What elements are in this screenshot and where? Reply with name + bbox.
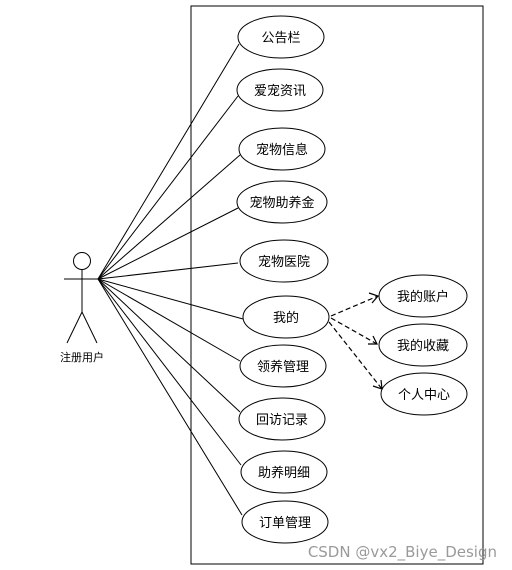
association-line — [97, 262, 239, 280]
association-line — [97, 207, 239, 280]
association-line — [97, 43, 240, 280]
actor-right-leg — [81, 311, 98, 344]
use-case-label: 宠物信息 — [256, 142, 308, 158]
dashed-relation — [330, 295, 379, 317]
actor-registered-user: 注册用户 — [60, 252, 104, 364]
use-case-label: 宠物医院 — [258, 254, 310, 270]
use-case-ellipse — [242, 295, 330, 339]
association-line — [97, 278, 242, 466]
use-case-label: 我的 — [273, 310, 299, 326]
use-case-label: 领养管理 — [257, 359, 309, 375]
use-case-pet-info: 宠物信息 — [238, 127, 326, 171]
dashed-relation — [328, 321, 383, 390]
use-case-ellipse — [378, 274, 468, 318]
use-case-ellipse — [238, 127, 326, 171]
system-boundary — [190, 5, 484, 565]
arrowhead — [368, 335, 378, 345]
use-case-pet-news: 爱宠资讯 — [236, 68, 324, 112]
use-case-sponsorship-details: 助养明细 — [240, 450, 328, 494]
use-case-ellipse — [378, 323, 468, 367]
use-case-ellipse — [236, 180, 328, 224]
association-line — [97, 278, 244, 320]
use-case-label: 我的账户 — [397, 289, 449, 305]
use-case-label: 回访记录 — [256, 413, 308, 428]
use-case-ellipse — [236, 68, 324, 112]
use-case-label: 公告栏 — [261, 31, 300, 46]
use-case-label: 订单管理 — [259, 516, 311, 531]
mine-relations — [328, 292, 383, 390]
watermark: CSDN @vx2_Biye_Design — [308, 543, 497, 562]
actor-label: 注册用户 — [60, 350, 104, 364]
use-case-ellipse — [239, 344, 327, 388]
use-case-adoption-management: 领养管理 — [239, 344, 327, 388]
association-line — [97, 278, 241, 362]
association-line — [97, 154, 241, 280]
use-case-ellipse — [240, 450, 328, 494]
use-case-ellipse — [238, 397, 326, 441]
associations — [97, 43, 244, 516]
use-case-label: 爱宠资讯 — [254, 83, 306, 99]
actor-left-leg — [66, 311, 83, 344]
use-case-ellipse — [237, 15, 325, 59]
use-case-order-management: 订单管理 — [241, 500, 329, 544]
use-case-label: 助养明细 — [258, 465, 310, 481]
use-case-ellipse — [239, 239, 329, 283]
use-case-bulletin: 公告栏 — [237, 15, 325, 59]
use-case-label: 宠物助养金 — [249, 195, 314, 211]
use-case-ellipse — [380, 372, 468, 416]
use-case-my-favorites: 我的收藏 — [378, 323, 468, 367]
use-case-ellipse — [241, 500, 329, 544]
actor-head — [73, 252, 91, 270]
use-case-personal-center: 个人中心 — [380, 372, 468, 416]
use-case-pet-hospital: 宠物医院 — [239, 239, 329, 283]
dashed-relation — [330, 317, 378, 345]
use-case-my-account: 我的账户 — [378, 274, 468, 318]
association-line — [97, 278, 243, 516]
use-case-return-visit-records: 回访记录 — [238, 397, 326, 441]
association-line — [97, 278, 241, 413]
association-line — [97, 95, 239, 280]
use-case-mine: 我的 — [242, 295, 330, 339]
arrowhead — [368, 292, 380, 304]
use-case-label: 我的收藏 — [397, 338, 449, 354]
use-case-pet-sponsorship: 宠物助养金 — [236, 180, 328, 224]
use-case-label: 个人中心 — [398, 388, 450, 403]
